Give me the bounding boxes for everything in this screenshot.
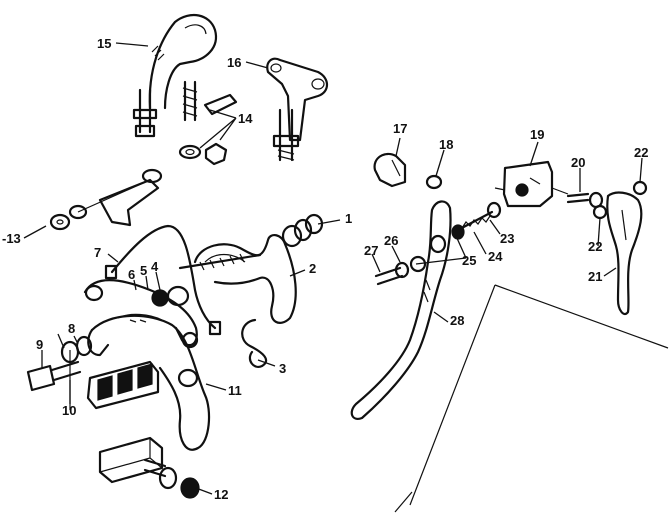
- callout-25: 25: [462, 253, 477, 268]
- callout-24: 24: [488, 249, 503, 264]
- part-28-long-lever: [350, 200, 452, 420]
- part-21-hand-lever: [606, 191, 643, 316]
- callout-17: 17: [393, 121, 408, 136]
- callout-22-bottom: 22: [588, 239, 603, 254]
- part-1-bolt-washers: [281, 213, 324, 248]
- reference-lines: [394, 284, 669, 513]
- part-10-brake-pad: [69, 350, 160, 410]
- part-7-cable: [104, 224, 222, 336]
- part-12-shoe: [98, 436, 200, 499]
- callout-22-top: 22: [634, 145, 649, 160]
- part-14-nuts: [178, 142, 228, 166]
- part-24-spring: [451, 201, 502, 240]
- callout-13: -13: [2, 231, 21, 246]
- callout-2: 2: [309, 261, 317, 276]
- callout-16: 16: [227, 55, 242, 70]
- callout-20: 20: [571, 155, 586, 170]
- callout-12: 12: [214, 487, 229, 502]
- part-16-bracket: [266, 57, 329, 162]
- callout-7: 7: [94, 245, 102, 260]
- part-3-spring: [241, 318, 268, 368]
- part-2-caliper-arm: [178, 234, 297, 324]
- callout-6: 6: [128, 267, 136, 282]
- part-17-clamp: [373, 152, 443, 190]
- callout-19: 19: [530, 127, 545, 142]
- callout-21: 21: [588, 269, 603, 284]
- callout-23: 23: [500, 231, 515, 246]
- callout-10: 10: [62, 403, 77, 418]
- callout-11: 11: [228, 383, 242, 398]
- callout-27: 27: [364, 243, 379, 258]
- leader-lines: [23, 42, 643, 495]
- callout-1: 1: [345, 211, 353, 226]
- callout-8: 8: [68, 321, 76, 336]
- part-11-main-arm: [83, 279, 211, 451]
- callout-18: 18: [439, 137, 454, 152]
- callout-5: 5: [140, 263, 148, 278]
- callout-14: 14: [238, 111, 253, 126]
- callout-4: 4: [151, 259, 159, 274]
- callout-28: 28: [450, 313, 465, 328]
- callout-26: 26: [384, 233, 399, 248]
- callout-15: 15: [97, 36, 112, 51]
- part-19-lever-housing: [494, 160, 569, 208]
- callout-3: 3: [279, 361, 287, 376]
- part-9-bolt: [26, 335, 93, 392]
- part-27-screw: [374, 255, 427, 286]
- callout-9: 9: [36, 337, 44, 352]
- part-15-hanger-bracket: [132, 13, 238, 138]
- part-13-clamp: [49, 168, 163, 231]
